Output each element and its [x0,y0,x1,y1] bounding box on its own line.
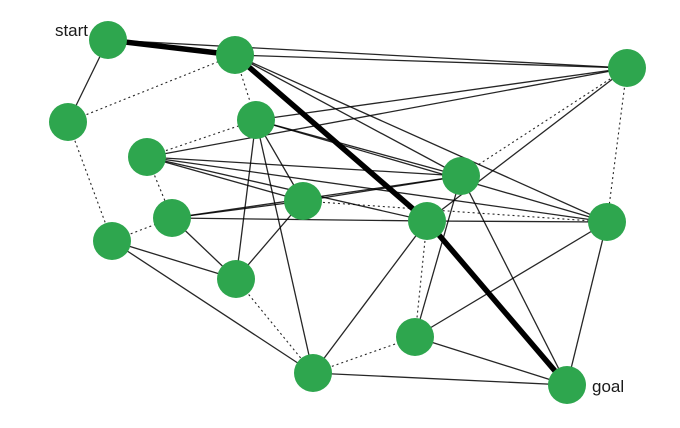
graph-node-n11 [93,222,131,260]
graph-edge-n4-n13 [255,119,314,374]
graph-node-goal [548,366,586,404]
graph-edge-n9-n13 [312,220,428,374]
graph-edge-n1-n10 [234,54,608,223]
graph-edge-n8-goal [460,175,568,386]
graph-node-n8 [442,157,480,195]
graph-edge-n7-n8 [302,175,462,202]
graph-edge-n5-n9 [146,156,428,222]
graph-edge-n2-n9 [426,67,628,222]
graph-edge-n8-n14 [414,175,462,338]
graph-edge-n13-goal [312,372,568,386]
graph-edge-n7-n10-dashed [302,200,608,223]
graph-edge-n2-n10-dashed [606,67,628,223]
graph-edge-n1-n8 [234,54,462,177]
graph-node-n9 [408,202,446,240]
graph-edge-n1-n9-path [233,52,429,224]
graph-node-n13 [294,354,332,392]
graph-edge-n5-n7 [146,156,304,202]
start-label: start [55,21,88,40]
graph-node-n6 [153,199,191,237]
graph-edge-n2-n4 [255,67,628,121]
graph-node-n1 [216,36,254,74]
graph-edge-n9-n10 [426,220,608,223]
labels-layer: start goal [55,21,624,396]
graph-edge-n4-n10 [255,119,608,223]
graph-edge-start-n1-path [107,37,236,58]
graph-edge-n9-goal-path [424,219,570,387]
goal-label: goal [592,377,624,396]
graph-edge-n2-n5 [146,67,628,158]
graph-edge-n14-goal [414,336,568,386]
graph-edge-n5-n8 [146,156,462,177]
graph-edge-n1-n2 [234,54,628,69]
graph-edge-n11-n13 [111,240,314,374]
graph-node-n10 [588,203,626,241]
graph-edge-n14-n10 [414,221,608,338]
graph-edge-n3-n1-dashed [67,54,236,123]
graph-node-n7 [284,182,322,220]
graph-edge-n11-n12 [111,240,237,280]
graph-edge-n2-n8-dashed [460,67,628,177]
graph-node-n3 [49,103,87,141]
graph-edge-n3-n11-dashed [67,121,113,242]
graph-node-start [89,21,127,59]
edges-layer [67,37,628,387]
graph-node-n4 [237,101,275,139]
graph-edge-n4-n12 [235,119,257,280]
graph-edge-n12-n13-dashed [235,278,314,374]
graph-edge-n5-n4-dashed [146,119,257,158]
graph-node-n14 [396,318,434,356]
graph-node-n5 [128,138,166,176]
graph-edge-n10-goal [566,221,608,386]
graph-node-n2 [608,49,646,87]
graph-edge-start-n2 [107,39,628,69]
nodes-layer [49,21,646,404]
graph-node-n12 [217,260,255,298]
